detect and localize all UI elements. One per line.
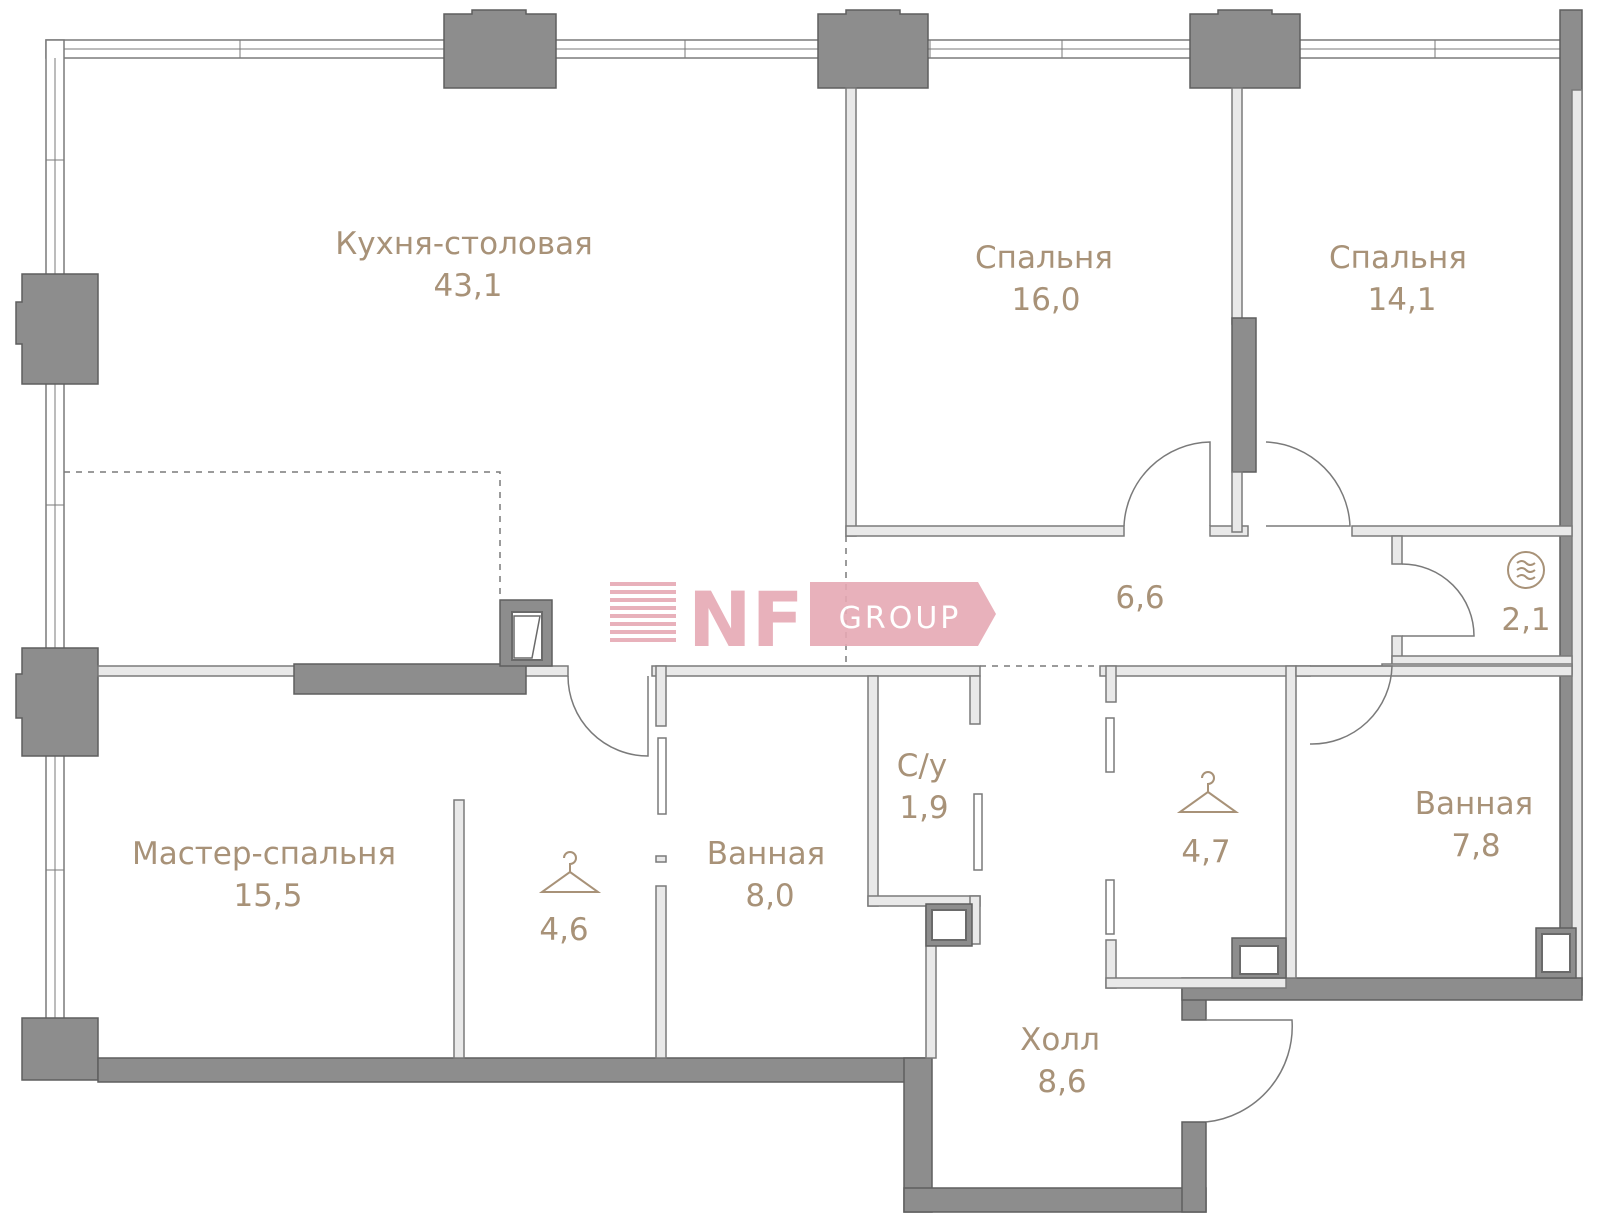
logo-mark: NF — [688, 575, 804, 664]
bedroom2-area: 14,1 — [1367, 282, 1436, 318]
bathroom1-name: Ванная — [707, 836, 825, 872]
master-bedroom-area: 15,5 — [233, 878, 302, 914]
logo-badge — [810, 582, 996, 646]
bathroom1-area: 8,0 — [745, 878, 794, 914]
bottom-outer-wall — [97, 977, 1583, 1213]
wardrobe1-area: 4,6 — [539, 912, 588, 948]
wc-name: С/у — [897, 748, 947, 784]
washing-machine-icon — [1507, 551, 1545, 589]
wc-area: 1,9 — [899, 790, 948, 826]
hall-name: Холл — [1020, 1022, 1100, 1058]
hanger-icon — [1176, 771, 1240, 813]
bathroom2-name: Ванная — [1415, 786, 1533, 822]
kitchen-area: 43,1 — [433, 268, 502, 304]
interior-walls — [97, 87, 1573, 1059]
laundry-area: 2,1 — [1501, 602, 1550, 638]
bathroom2-area: 7,8 — [1451, 828, 1500, 864]
corridor-area: 6,6 — [1115, 580, 1164, 616]
wardrobe2-area: 4,7 — [1181, 834, 1230, 870]
right-inner-wall — [1571, 89, 1583, 981]
ventilation-shafts — [499, 599, 1577, 979]
sliding-doors — [657, 717, 1115, 935]
bedroom1-area: 16,0 — [1011, 282, 1080, 318]
hall-area: 8,6 — [1037, 1064, 1086, 1100]
bedroom1-name: Спальня — [975, 240, 1113, 276]
master-bedroom-name: Мастер-спальня — [132, 836, 396, 872]
logo-stripes — [610, 582, 676, 642]
structural-pillars — [15, 9, 1301, 1081]
hanger-icon — [538, 851, 602, 893]
swing-doors — [567, 441, 1475, 1123]
bedroom2-name: Спальня — [1329, 240, 1467, 276]
top-window-wall — [45, 39, 1577, 59]
kitchen-name: Кухня-столовая — [335, 226, 593, 262]
logo-text: GROUP — [839, 601, 962, 636]
left-window-wall — [45, 39, 65, 1041]
nf-group-logo: NF GROUP — [610, 575, 996, 664]
